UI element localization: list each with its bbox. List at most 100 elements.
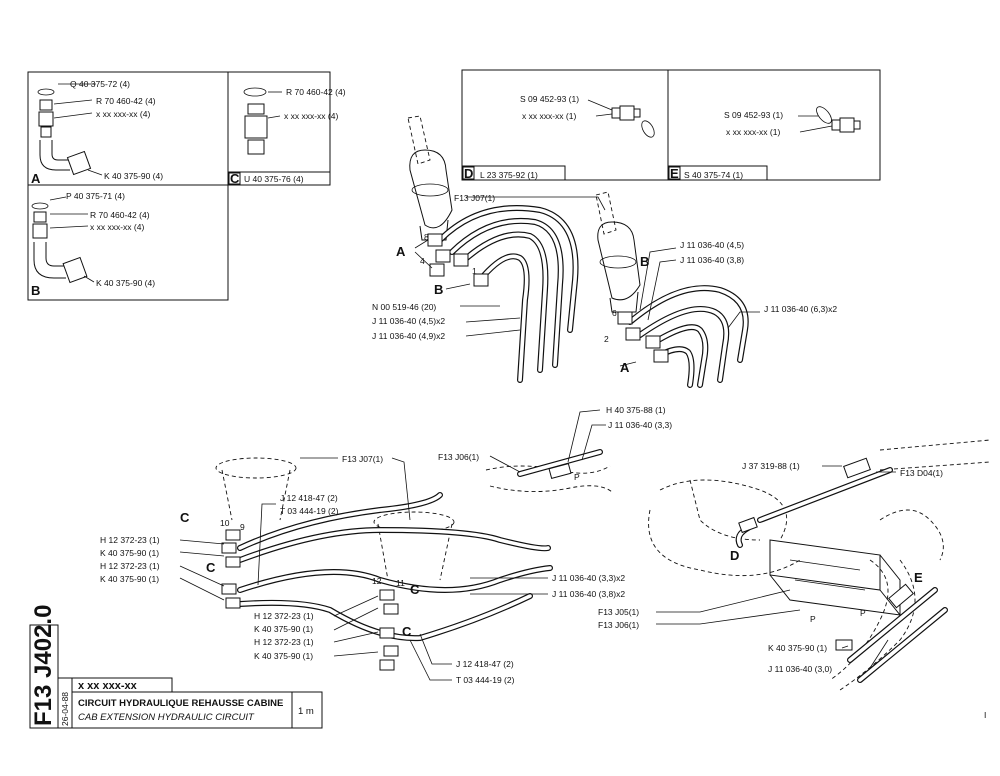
label-letter-c-3: C — [410, 582, 420, 597]
kit-e-parts — [798, 106, 861, 133]
port-12: 12 — [372, 576, 382, 586]
kit-d-number: L 23 375-92 (1) — [480, 170, 538, 180]
kit-b-parts — [31, 196, 95, 284]
kit-box-de — [461, 69, 881, 181]
upper-valve-right — [595, 191, 641, 313]
lower-left-fittings — [221, 529, 399, 671]
label-letter-b-upper: B — [434, 282, 443, 297]
label-f13-j06: F13 J06(1) — [438, 452, 479, 462]
label-letter-e: E — [914, 570, 923, 585]
lower-right-hoses — [735, 457, 948, 683]
label-j12-418-bot: J 12 418-47 (2) — [456, 659, 514, 669]
upper-hoses — [437, 205, 749, 388]
drawing-date: 26-04-88 — [60, 692, 70, 726]
drawing-number: F13 J402.0 — [30, 605, 57, 726]
label-f13-j07-upper: F13 J07(1) — [454, 193, 495, 203]
kit-c-number: U 40 375-76 (4) — [244, 174, 304, 184]
title-qty: 1 m — [298, 706, 314, 717]
port-9: 9 — [240, 522, 245, 532]
label-p-right-1: P — [810, 614, 816, 624]
kit-a-seal: R 70 460-42 (4) — [96, 96, 156, 106]
kit-e-seal: S 09 452-93 (1) — [724, 110, 783, 120]
label-j11-38x2: J 11 036-40 (3,8)x2 — [552, 589, 625, 599]
kit-a-union: x xx xxx-xx (4) — [96, 109, 150, 119]
upper-leaders — [414, 196, 760, 367]
small-hose-mid — [485, 409, 613, 493]
title-english: CAB EXTENSION HYDRAULIC CIRCUIT — [78, 712, 255, 723]
kit-c-seal: R 70 460-42 (4) — [286, 87, 346, 97]
label-j11-45x2: J 11 036-40 (4,5)x2 — [372, 316, 445, 326]
kit-box-a — [27, 71, 331, 301]
label-k40-2: K 40 375-90 (1) — [100, 574, 159, 584]
kit-b-seal: R 70 460-42 (4) — [90, 210, 150, 220]
label-n00-519: N 00 519-46 (20) — [372, 302, 436, 312]
label-letter-b-upper-right: B — [640, 254, 649, 269]
label-f13-j05: F13 J05(1) — [598, 607, 639, 617]
label-letter-a-upper: A — [396, 244, 406, 259]
port-11: 11 — [396, 578, 405, 588]
kit-b-letter: B — [31, 283, 40, 298]
title-block-frame — [29, 624, 323, 729]
label-h12-4: H 12 372-23 (1) — [254, 637, 314, 647]
label-h12-1: H 12 372-23 (1) — [100, 535, 160, 545]
label-t03-444-top: T 03 444-19 (2) — [280, 506, 339, 516]
kit-b-elbow: K 40 375-90 (4) — [96, 278, 155, 288]
kit-e-number: S 40 375-74 (1) — [684, 170, 743, 180]
label-f13-j06b: F13 J06(1) — [598, 620, 639, 630]
kit-e-letter: E — [670, 166, 679, 181]
lower-right-frame — [648, 439, 991, 691]
title-french: CIRCUIT HYDRAULIQUE REHAUSSE CABINE — [78, 698, 283, 709]
edge-mark: I — [984, 710, 986, 720]
label-letter-c-4: C — [402, 624, 412, 639]
kit-a-elbow: K 40 375-90 (4) — [104, 171, 163, 181]
label-j11-63x2: J 11 036-40 (6,3)x2 — [764, 304, 837, 314]
label-t03-444-bot: T 03 444-19 (2) — [456, 675, 515, 685]
kit-d-union: x xx xxx-xx (1) — [522, 111, 576, 121]
kit-b-number: P 40 375-71 (4) — [66, 191, 125, 201]
kit-a-letter: A — [31, 171, 41, 186]
port-4: 4 — [420, 256, 425, 266]
label-f13-d04: F13 D04(1) — [900, 468, 943, 478]
label-letter-c-1: C — [180, 510, 190, 525]
port-1: 1 — [472, 266, 477, 276]
label-k40-4: K 40 375-90 (1) — [254, 651, 313, 661]
kit-d-parts — [587, 99, 655, 138]
kit-a-number: Q 40 375-72 (4) — [70, 79, 130, 89]
kit-e-union: x xx xxx-xx (1) — [726, 127, 780, 137]
label-letter-a-upper-right: A — [620, 360, 630, 375]
label-p-mid: P — [574, 472, 580, 482]
label-h12-3: H 12 372-23 (1) — [254, 611, 314, 621]
kit-a-parts — [37, 83, 103, 176]
kit-c-parts — [243, 87, 282, 155]
label-letter-c-2: C — [206, 560, 216, 575]
upper-fittings — [427, 233, 669, 363]
port-6: 6 — [612, 308, 617, 318]
label-j11-38: J 11 036-40 (3,8) — [680, 255, 744, 265]
label-p-right-2: P — [860, 608, 866, 618]
port-10: 10 — [220, 518, 230, 528]
kit-d-letter: D — [464, 166, 473, 181]
lower-right-leaders — [656, 465, 896, 669]
kit-b-union: x xx xxx-xx (4) — [90, 222, 144, 232]
label-k40-1: K 40 375-90 (1) — [100, 548, 159, 558]
port-8: 8 — [424, 232, 429, 242]
label-letter-d: D — [730, 548, 739, 563]
label-k40-e: K 40 375-90 (1) — [768, 643, 827, 653]
label-j11-45: J 11 036-40 (4,5) — [680, 240, 744, 250]
label-j37-319: J 37 319-88 (1) — [742, 461, 800, 471]
label-j11-49x2: J 11 036-40 (4,9)x2 — [372, 331, 445, 341]
upper-valve-left — [407, 115, 453, 241]
port-2: 2 — [604, 334, 609, 344]
label-j11-33: J 11 036-40 (3,3) — [608, 420, 672, 430]
label-h40-375-88: H 40 375-88 (1) — [606, 405, 666, 415]
label-j11-33x2: J 11 036-40 (3,3)x2 — [552, 573, 625, 583]
label-j11-30: J 11 036-40 (3,0) — [768, 664, 832, 674]
label-k40-3: K 40 375-90 (1) — [254, 624, 313, 634]
label-f13-j07-lower: F13 J07(1) — [342, 454, 383, 464]
lower-left-leaders — [179, 457, 548, 681]
kit-c-union: x xx xxx-xx (4) — [284, 111, 338, 121]
label-h12-2: H 12 372-23 (1) — [100, 561, 160, 571]
label-j12-418-top: J 12 418-47 (2) — [280, 493, 338, 503]
kit-c-letter: C — [230, 171, 240, 186]
